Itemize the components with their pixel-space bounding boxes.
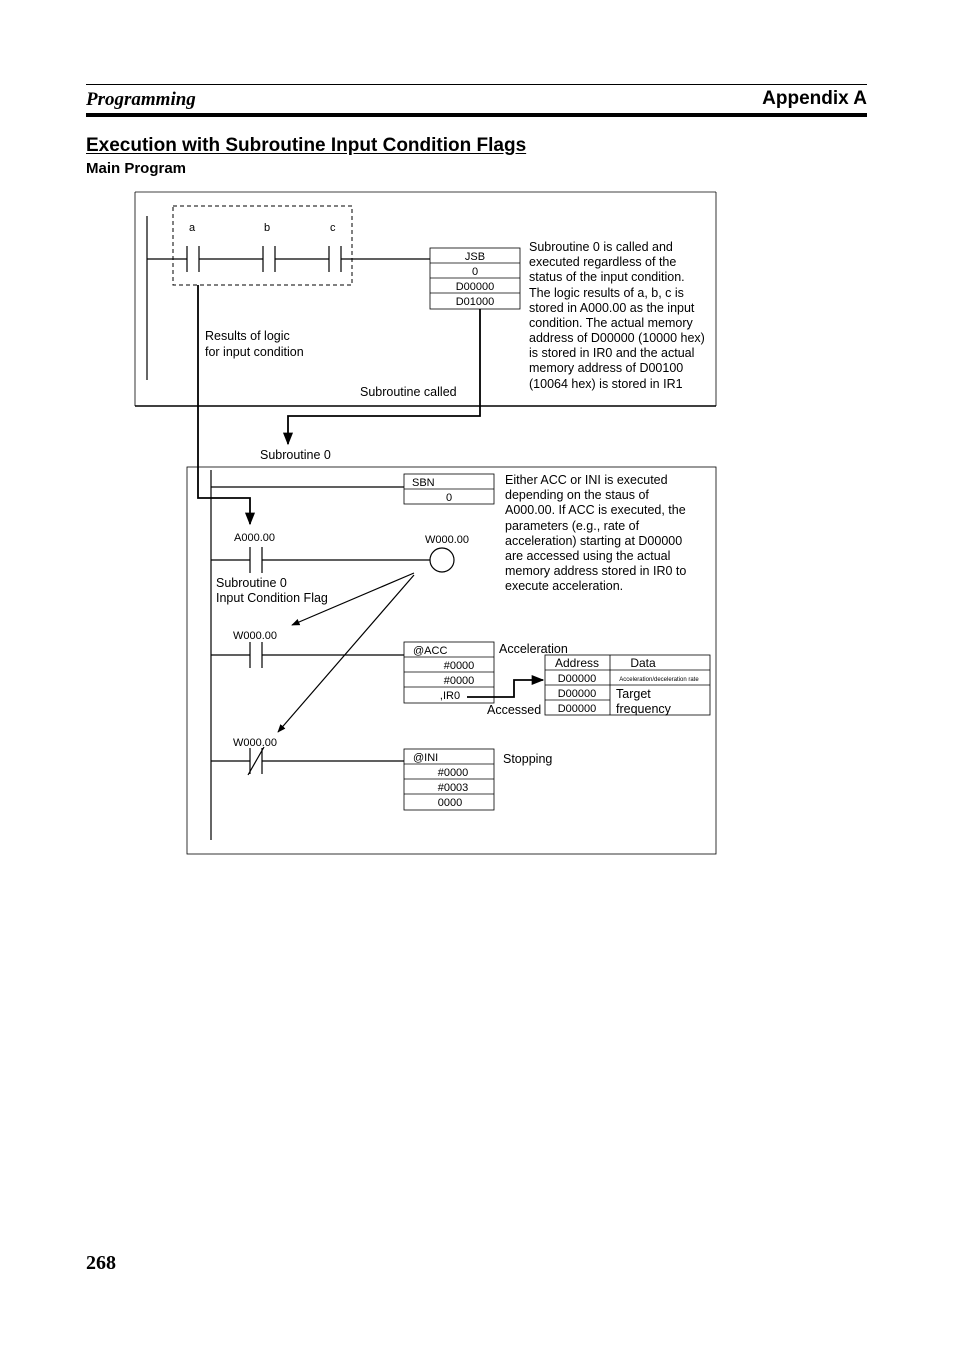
svg-text:are accessed using the actual: are accessed using the actual [505,549,670,563]
acc-operand-3: ,IR0 [440,690,460,702]
data-table-address-1: D00000 [558,673,597,685]
svg-text:memory address of D00100: memory address of D00100 [529,361,683,375]
logic-result-arrow [197,285,256,526]
jsb-operand-2: D00000 [456,281,495,293]
logic-results-note-line1: Results of logic [205,329,290,343]
svg-text:Either ACC or INI is executed: Either ACC or INI is executed [505,473,668,487]
main-description: Subroutine 0 is called and executed rega… [529,240,705,391]
jsb-operand-3: D01000 [456,296,495,308]
subroutine-description: Either ACC or INI is executed depending … [505,473,686,593]
data-table-data-3: frequency [616,702,672,716]
svg-text:stored in A000.00 as the input: stored in A000.00 as the input [529,301,695,315]
svg-text:execute acceleration.: execute acceleration. [505,579,623,593]
ini-opcode: @INI [413,752,438,764]
subsection-heading: Main Program [86,160,187,177]
svg-text:memory address stored in IR0 t: memory address stored in IR0 to [505,564,686,578]
svg-text:Subroutine 0 is called and: Subroutine 0 is called and [529,240,673,254]
acc-operand-2: #0000 [444,675,475,687]
contact-b [262,246,276,272]
svg-text:depending on the staus of: depending on the staus of [505,488,649,502]
output-coil [429,547,455,573]
contact-a-label: a [189,222,196,234]
svg-text:address of D00000 (10000 hex): address of D00000 (10000 hex) [529,331,705,345]
svg-text:status of the input condition.: status of the input condition. [529,270,685,284]
subroutine-called-label: Subroutine called [360,385,457,399]
ini-operand-2: #0003 [438,782,469,794]
contact-b-label: b [264,222,270,234]
coil-to-acc-arrow [291,572,415,626]
ini-contact-normally-closed [247,746,265,776]
data-table-address-3: D00000 [558,703,597,715]
section-heading: Execution with Subroutine Input Conditio… [86,135,527,156]
header-rule-bottom [86,113,867,117]
flag-contact [249,547,263,573]
ini-instruction-block: @INI #0000 #0003 0000 [403,748,495,811]
data-table: Address Data D00000 Acceleration/deceler… [544,654,711,716]
svg-text:parameters (e.g., rate of: parameters (e.g., rate of [505,519,640,533]
output-coil-label: W000.00 [425,534,469,546]
svg-text:(10064 hex) is stored in IR1: (10064 hex) is stored in IR1 [529,377,683,391]
logic-results-note-line2: for input condition [205,345,304,359]
subroutine-frame [186,466,717,855]
sbn-opcode: SBN [412,477,435,489]
input-condition-group [172,205,353,286]
flag-note-line2: Input Condition Flag [216,591,328,605]
acc-instruction-block: @ACC #0000 #0000 ,IR0 [403,641,495,704]
contact-c-label: c [330,222,336,234]
contact-a [186,246,200,272]
svg-text:is stored in IR0 and the actu: is stored in IR0 and the actual [529,346,694,360]
main-program-frame [134,191,717,407]
ini-contact-label: W000.00 [233,737,277,749]
svg-text:acceleration) starting at D000: acceleration) starting at D00000 [505,534,682,548]
svg-text:condition. The actual memory: condition. The actual memory [529,316,693,330]
acc-operand-1: #0000 [444,660,475,672]
data-table-header-data: Data [630,656,656,670]
jsb-operand-1: 0 [472,266,478,278]
subroutine-call-arrow [282,309,481,446]
data-table-header-address: Address [555,656,599,670]
data-table-address-2: D00000 [558,688,597,700]
acc-contact-label: W000.00 [233,630,277,642]
data-table-data-1: Acceleration/deceleration rate [619,677,699,683]
ini-operand-3: 0000 [438,797,462,809]
acc-opcode: @ACC [413,645,447,657]
header-appendix-title: Appendix A [762,88,867,109]
accessed-arrow [467,674,545,698]
flag-note-line1: Subroutine 0 [216,576,287,590]
header-rule-top [86,84,867,85]
svg-text:The logic results of a, b, c i: The logic results of a, b, c is [529,286,684,300]
acc-contact [249,642,263,668]
contact-c [328,246,342,272]
coil-to-ini-arrow [277,574,415,733]
header-section-title: Programming [86,89,196,110]
subroutine-label: Subroutine 0 [260,448,331,462]
ini-operand-1: #0000 [438,767,469,779]
sbn-operand: 0 [446,492,452,504]
data-table-data-2: Target [616,687,651,701]
svg-text:executed regardless of the: executed regardless of the [529,255,676,269]
flag-contact-label: A000.00 [234,532,275,544]
ini-label: Stopping [503,752,552,766]
sbn-instruction-block: SBN 0 [403,473,495,505]
page-number: 268 [86,1252,116,1274]
accessed-label: Accessed [487,703,541,717]
acc-label: Acceleration [499,642,568,656]
jsb-instruction-block: JSB 0 D00000 D01000 [429,247,521,310]
svg-text:A000.00. If ACC is executed, t: A000.00. If ACC is executed, the [505,503,686,517]
jsb-opcode: JSB [465,251,485,263]
